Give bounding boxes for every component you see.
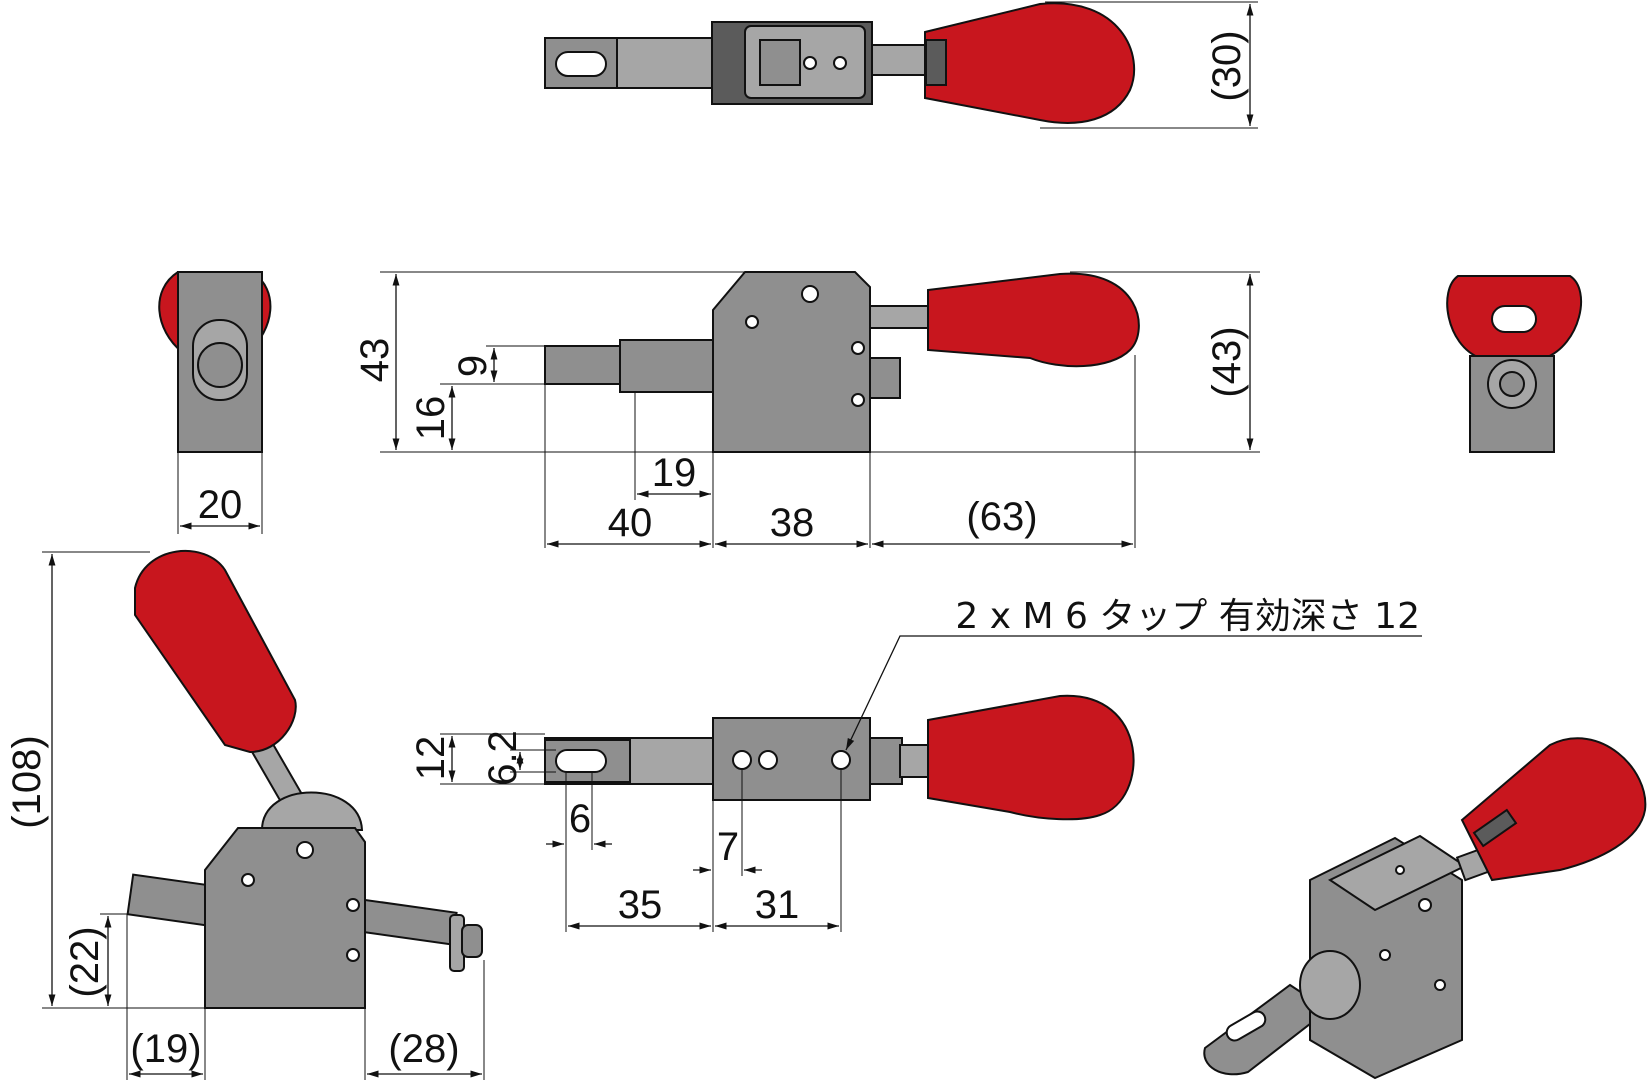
side-hole-2 [851,341,865,355]
open-hole-top [296,841,314,859]
dim-side-9: 9 [451,355,495,377]
open-body [204,827,366,1009]
iso-hole-1 [1418,898,1432,912]
iso-hole-3 [1434,979,1446,991]
top-hole-1 [803,56,817,70]
dim-open-22: (22) [63,926,107,997]
top-view: (30) [544,1,1258,129]
iso-hole-4 [1395,865,1405,875]
dim-side-19: 19 [652,451,697,495]
bottom-hole-2 [758,750,778,770]
open-dome [260,791,364,831]
dim-side-43: 43 [353,338,397,383]
side-grip [927,272,1140,368]
iso-grip [1460,737,1647,882]
bottom-view: 12 6.2 6 7 35 31 2 x M 6 タップ 有効深さ 12 [409,596,1422,932]
open-tip [461,924,483,958]
tap-note: 2 x M 6 タップ 有効深さ 12 [955,596,1420,637]
dim-open-28: (28) [388,1027,459,1071]
front-plunger-end [197,342,243,388]
dim-side-38: 38 [770,501,815,545]
rear-bolt [1499,371,1525,397]
top-shaft [871,44,928,76]
bottom-collar [869,737,903,785]
bottom-hole-1 [732,750,752,770]
iso-grip-badge [1472,808,1518,848]
dim-side-63: (63) [966,495,1037,539]
side-view: 43 (43) 9 16 19 40 38 (63) [353,271,1260,548]
dim-open-19: (19) [130,1027,201,1071]
dim-bottom-12: 12 [409,736,453,781]
top-grip-badge [925,39,947,86]
open-view: (108) (22) (19) (28) [5,549,485,1080]
open-plunger-left [126,873,219,928]
front-view: 20 [158,271,272,534]
side-plunger-step [619,339,716,393]
open-hole-2 [346,898,360,912]
side-shaft [869,305,931,329]
dim-bottom-35: 35 [618,883,663,927]
dim-front-20: 20 [198,483,243,527]
side-hole-1 [745,315,759,329]
top-slot [555,51,607,77]
dim-bottom-7: 7 [717,825,739,869]
bottom-grip [927,694,1135,821]
side-stop [869,357,901,399]
dim-side-16: 16 [409,396,453,441]
side-body [712,271,871,453]
bottom-hole-tap [831,750,851,770]
tap-leader [845,635,1422,751]
iso-plunger [1203,983,1330,1076]
side-hole-top [801,285,819,303]
side-hole-3 [851,393,865,407]
rear-view [1446,275,1583,453]
top-hole-2 [833,56,847,70]
iso-view [1203,737,1647,1080]
dim-bottom-31: 31 [755,883,800,927]
iso-hole-2 [1379,949,1391,961]
rear-grip-slot [1491,305,1537,333]
bottom-shaft [899,744,931,778]
dim-top-30: (30) [1205,30,1249,101]
dim-open-108: (108) [5,735,49,828]
top-bracket-slot [759,39,801,86]
open-grip [134,549,297,754]
open-plunger-right [356,898,458,946]
bottom-slot [555,749,607,773]
open-hole-3 [346,948,360,962]
dim-side-43-ref: (43) [1205,326,1249,397]
iso-bore [1299,950,1361,1020]
dim-side-40: 40 [608,501,653,545]
iso-slot [1225,1010,1267,1042]
dim-bottom-6: 6 [569,797,591,841]
dim-bottom-6-2: 6.2 [481,730,525,786]
top-grip [924,2,1135,124]
open-hole-1 [241,873,255,887]
